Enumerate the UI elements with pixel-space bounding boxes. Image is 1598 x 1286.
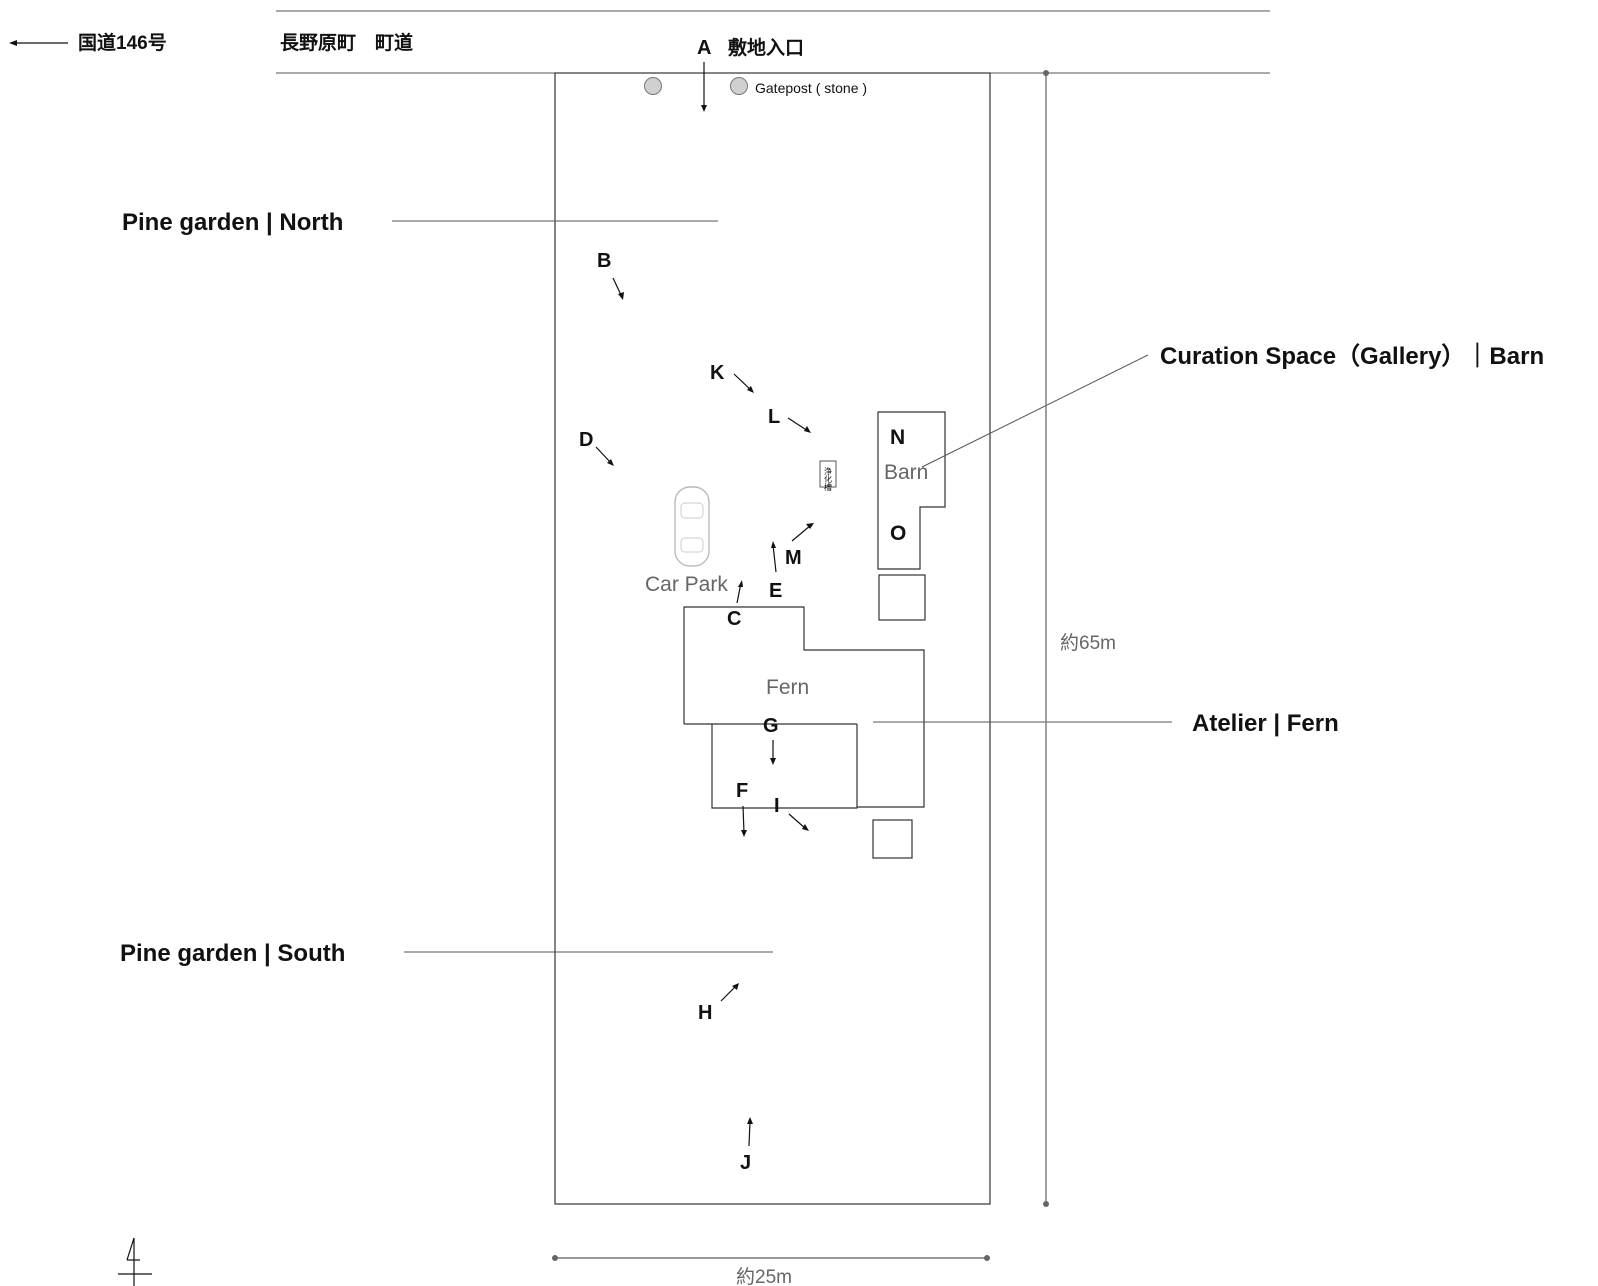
barn-annex-box bbox=[878, 574, 926, 621]
atelier-label: Atelier | Fern bbox=[1192, 710, 1339, 737]
curation-leader bbox=[921, 354, 1149, 468]
width-dimension-end bbox=[984, 1255, 990, 1261]
viewpoint-c: C bbox=[727, 608, 741, 630]
length-dimension-end bbox=[1043, 1201, 1049, 1207]
arrow-i-icon bbox=[788, 813, 809, 831]
viewpoint-a: A bbox=[697, 37, 711, 59]
curation-label: Curation Space（Gallery）｜Barn bbox=[1160, 342, 1544, 370]
viewpoint-f: F bbox=[736, 780, 748, 802]
gatepost-label: Gatepost ( stone ) bbox=[755, 80, 867, 96]
site-boundary bbox=[554, 72, 991, 1205]
fern-building bbox=[683, 606, 925, 808]
arrow-k-icon bbox=[733, 373, 754, 393]
arrow-l-icon bbox=[787, 417, 811, 433]
arrow-b-icon bbox=[612, 277, 624, 300]
viewpoint-h: H bbox=[698, 1002, 712, 1024]
viewpoint-d: D bbox=[579, 429, 593, 451]
width-dimension-start bbox=[552, 1255, 558, 1261]
arrow-a-icon bbox=[701, 62, 707, 112]
car-park-label: Car Park bbox=[645, 573, 728, 596]
arrow-e-icon bbox=[771, 541, 777, 573]
road-label: 長野原町 町道 bbox=[280, 31, 413, 54]
arrow-g-icon bbox=[770, 740, 776, 765]
arrow-d-icon bbox=[595, 446, 614, 466]
arrow-c-icon bbox=[736, 580, 743, 604]
viewpoint-k: K bbox=[710, 362, 725, 384]
fern-annex bbox=[711, 724, 858, 809]
route-label: 国道146号 bbox=[78, 31, 167, 54]
fern-annex-box bbox=[872, 819, 913, 859]
length-dimension-label: 約65m bbox=[1060, 632, 1116, 654]
viewpoint-i: I bbox=[774, 795, 780, 817]
viewpoint-n: N bbox=[890, 426, 905, 449]
gatepost-right bbox=[730, 77, 748, 95]
entrance-label: 敷地入口 bbox=[728, 36, 804, 59]
pine-south-label: Pine garden | South bbox=[120, 940, 345, 967]
viewpoint-o: O bbox=[890, 522, 906, 545]
car-icon bbox=[674, 486, 710, 567]
viewpoint-g: G bbox=[763, 715, 779, 737]
width-dimension-label: 約25m bbox=[736, 1266, 792, 1286]
viewpoint-b: B bbox=[597, 250, 611, 272]
septic-tank-label: 浄化槽 bbox=[824, 466, 833, 492]
arrow-m-icon bbox=[791, 523, 814, 542]
septic-tank-icon bbox=[819, 460, 837, 488]
barn-building bbox=[877, 411, 946, 570]
viewpoint-e: E bbox=[769, 580, 782, 602]
route-arrow-icon bbox=[9, 40, 68, 46]
viewpoint-l: L bbox=[768, 406, 780, 428]
fern-label: Fern bbox=[766, 676, 809, 699]
viewpoint-m: M bbox=[785, 547, 802, 569]
gatepost-left bbox=[644, 77, 662, 95]
north-arrow-icon bbox=[118, 1237, 152, 1286]
arrow-f-icon bbox=[741, 805, 747, 837]
arrow-h-icon bbox=[720, 983, 739, 1002]
length-dimension-start bbox=[1043, 70, 1049, 76]
arrow-j-icon bbox=[747, 1117, 753, 1147]
viewpoint-j: J bbox=[740, 1152, 751, 1174]
pine-north-label: Pine garden | North bbox=[122, 209, 343, 236]
barn-label: Barn bbox=[884, 461, 928, 484]
